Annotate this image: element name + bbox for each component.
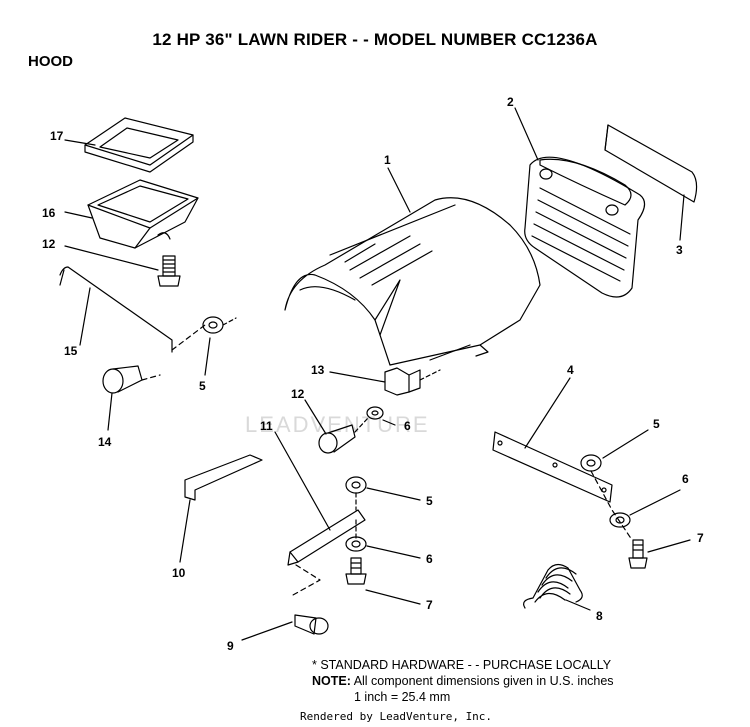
callout-12-left: 12 [42,237,56,251]
part-8-spring [523,563,583,609]
callout-7-low: 7 [426,598,433,612]
part-6-washer-right [609,512,631,528]
part-11-bracket [287,509,366,566]
callout-5-left: 5 [199,379,206,393]
part-3-lens [604,124,698,203]
watermark: LEADVENTURE [245,412,430,437]
part-9-bolt [294,614,329,635]
note-text: All component dimensions given in U.S. i… [353,674,614,688]
callout-6-mid: 6 [404,419,411,433]
part-17-seal [84,117,194,173]
callout-17: 17 [50,129,64,143]
part-12-bolt-left [157,255,181,287]
callout-16: 16 [42,206,56,220]
part-13-hinge-bracket [384,367,441,396]
callout-7-right: 7 [697,531,704,545]
callout-4: 4 [567,363,574,377]
callout-2: 2 [507,95,514,109]
part-6-washer-low [345,536,367,552]
dimensions-note: NOTE: All component dimensions given in … [312,673,614,689]
callout-10: 10 [172,566,186,580]
callout-5-right: 5 [653,417,660,431]
callout-6-right: 6 [682,472,689,486]
part-14-shoulder-bolt [102,365,161,394]
part-6-washer-mid [366,406,384,420]
part-7-bolt-right [628,539,648,569]
part-1-hood [284,197,541,366]
section-heading: HOOD [28,53,73,70]
part-16-intake-box [87,179,199,249]
part-4-mounting-bar [492,431,613,503]
part-5-nut-mid [345,476,367,539]
callout-3: 3 [676,243,683,257]
callout-14: 14 [98,435,112,449]
part-15-support-rod [59,266,173,353]
notes-block: * STANDARD HARDWARE - - PURCHASE LOCALLY… [312,657,614,705]
callout-13: 13 [311,363,325,377]
part-5-nut-left [202,316,237,334]
callout-15: 15 [64,344,78,358]
callout-12-mid: 12 [291,387,305,401]
callout-9: 9 [227,639,234,653]
note-label: NOTE: [312,674,351,688]
callout-1: 1 [384,153,391,167]
callout-5-mid: 5 [426,494,433,508]
page-title: 12 HP 36" LAWN RIDER - - MODEL NUMBER CC… [152,30,598,49]
conversion-note: 1 inch = 25.4 mm [354,690,451,704]
part-10-bracket [184,454,263,501]
callout-8: 8 [596,609,603,623]
part-5-nut-right [580,454,602,472]
part-12-bolt-mid [318,417,369,454]
callout-11: 11 [260,419,273,433]
part-2-grille [524,156,646,298]
rendered-by-footer: Rendered by LeadVenture, Inc. [300,710,493,723]
callout-6-low: 6 [426,552,433,566]
part-7-bolt-low [345,557,367,585]
standard-hardware-note: * STANDARD HARDWARE - - PURCHASE LOCALLY [312,658,612,672]
